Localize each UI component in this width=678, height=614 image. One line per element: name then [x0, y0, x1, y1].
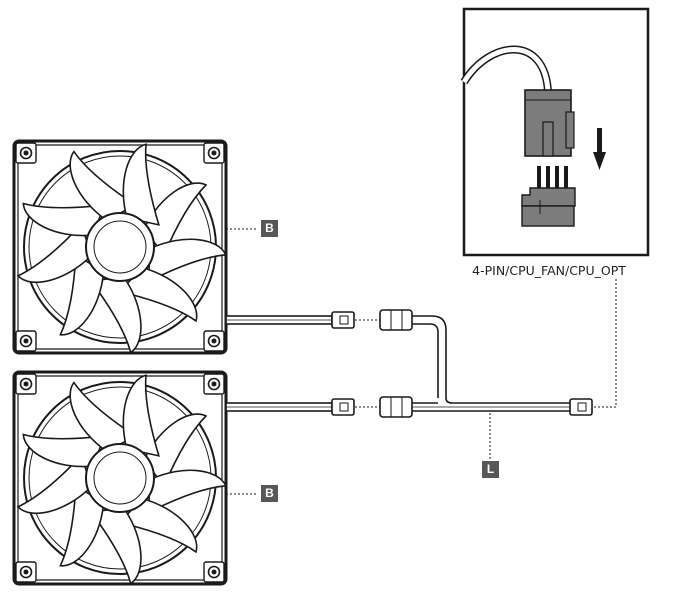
callout-l-cable: L: [482, 461, 499, 478]
fan-connector-icon: [331, 398, 355, 416]
fan-top-cable: [225, 311, 355, 329]
fan-bottom: [12, 370, 229, 586]
callout-b-fan-top: B: [261, 220, 278, 237]
fan-connector-icon: [524, 89, 575, 157]
insert-arrow-icon: [593, 128, 606, 170]
callout-b-fan-bottom: B: [261, 485, 278, 502]
fan-top: [12, 139, 229, 355]
splitter-socket-icon: [379, 309, 413, 331]
splitter-socket-icon: [379, 396, 413, 418]
header-leader-line: [594, 278, 617, 408]
motherboard-header-icon: [521, 166, 576, 227]
motherboard-header-inset: [460, 7, 650, 257]
fan-connector-icon: [569, 398, 593, 416]
fan-icon: [12, 139, 229, 355]
y-splitter-cable: [379, 309, 593, 418]
fan-icon: [12, 370, 229, 586]
fan-connector-icon: [331, 311, 355, 329]
fan-bottom-cable: [225, 398, 355, 416]
header-label: 4-PIN/CPU_FAN/CPU_OPT: [472, 263, 626, 278]
